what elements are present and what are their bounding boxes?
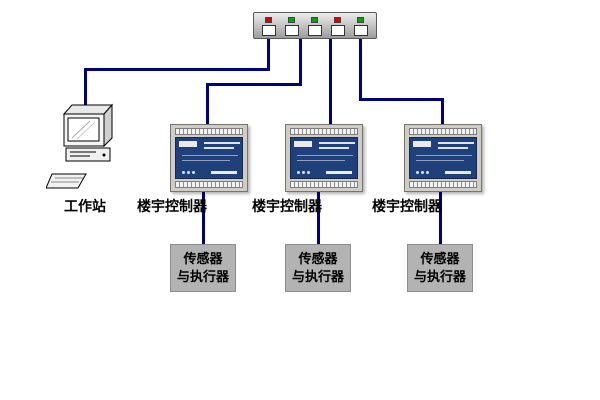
panel-text-line: [297, 155, 353, 156]
brand-label-icon: [179, 141, 197, 147]
panel-text-line: [182, 155, 238, 156]
sensor-label-line2: 与执行器: [291, 269, 344, 284]
connection-line-switch-to-workstation: [84, 68, 87, 110]
model-text-line: [326, 171, 352, 174]
terminal-strip-icon: [175, 181, 243, 188]
sensor-label-line2: 与执行器: [176, 269, 229, 284]
connection-line-switch-to-workstation: [84, 68, 270, 71]
switch-led-icon: [357, 17, 364, 23]
connection-line-switch-to-controller-3: [359, 98, 444, 101]
panel-text-line: [438, 147, 468, 149]
controller-front-panel: [290, 137, 358, 179]
connection-line-switch-to-workstation: [267, 38, 270, 71]
network-switch: [253, 12, 377, 39]
switch-led-icon: [334, 17, 341, 23]
panel-text-line: [204, 147, 234, 149]
panel-text-line: [319, 147, 349, 149]
workstation-computer-icon: [46, 103, 114, 189]
sensor-label-line1: 传感器: [298, 251, 338, 266]
model-text-line: [445, 171, 471, 174]
connection-line-switch-to-controller-1: [299, 38, 302, 86]
switch-port-icon: [262, 25, 276, 36]
switch-port-icon: [354, 25, 368, 36]
connection-line-switch-to-controller-3: [441, 98, 444, 124]
sensor-label-line2: 与执行器: [413, 269, 466, 284]
connection-line-controller-3-to-sensors: [439, 192, 442, 244]
panel-text-line: [416, 155, 472, 156]
building-controller-2: [285, 124, 363, 192]
sensor-actuator-box-2: 传感器 与执行器: [285, 244, 351, 292]
connection-line-controller-2-to-sensors: [317, 192, 320, 244]
sensor-label-line1: 传感器: [183, 251, 223, 266]
sensor-label-line1: 传感器: [420, 251, 460, 266]
connection-line-switch-to-controller-1: [206, 83, 302, 86]
status-led-icon: [421, 171, 424, 174]
connection-line-switch-to-controller-1: [206, 83, 209, 124]
panel-text-line: [182, 160, 230, 161]
terminal-strip-icon: [290, 128, 358, 135]
connection-line-switch-to-controller-3: [359, 38, 362, 101]
building-controller-3: [404, 124, 482, 192]
terminal-strip-icon: [409, 128, 477, 135]
status-led-icon: [416, 171, 419, 174]
model-text-line: [211, 171, 237, 174]
connection-line-switch-to-controller-2: [329, 38, 332, 124]
status-led-icon: [426, 171, 429, 174]
sensor-actuator-box-3: 传感器 与执行器: [407, 244, 473, 292]
controller-front-panel: [409, 137, 477, 179]
status-led-icon: [187, 171, 190, 174]
terminal-strip-icon: [175, 128, 243, 135]
switch-led-icon: [288, 17, 295, 23]
panel-text-line: [319, 142, 355, 144]
status-led-icon: [302, 171, 305, 174]
status-led-icon: [307, 171, 310, 174]
controller-1-label: 楼宇控制器: [137, 198, 207, 214]
controller-2-label: 楼宇控制器: [252, 198, 322, 214]
panel-text-line: [204, 142, 240, 144]
status-led-icon: [192, 171, 195, 174]
building-controller-1: [170, 124, 248, 192]
brand-label-icon: [413, 141, 431, 147]
sensor-actuator-box-1: 传感器 与执行器: [170, 244, 236, 292]
status-led-icon: [182, 171, 185, 174]
panel-text-line: [438, 142, 474, 144]
terminal-strip-icon: [409, 181, 477, 188]
terminal-strip-icon: [290, 181, 358, 188]
panel-text-line: [297, 160, 345, 161]
controller-3-label: 楼宇控制器: [372, 198, 442, 214]
switch-port-icon: [285, 25, 299, 36]
workstation-label: 工作站: [64, 198, 106, 214]
switch-led-icon: [311, 17, 318, 23]
status-led-icon: [297, 171, 300, 174]
switch-led-icon: [265, 17, 272, 23]
panel-text-line: [416, 160, 464, 161]
switch-port-icon: [308, 25, 322, 36]
connection-line-controller-1-to-sensors: [202, 192, 205, 244]
controller-front-panel: [175, 137, 243, 179]
brand-label-icon: [294, 141, 312, 147]
switch-port-icon: [331, 25, 345, 36]
